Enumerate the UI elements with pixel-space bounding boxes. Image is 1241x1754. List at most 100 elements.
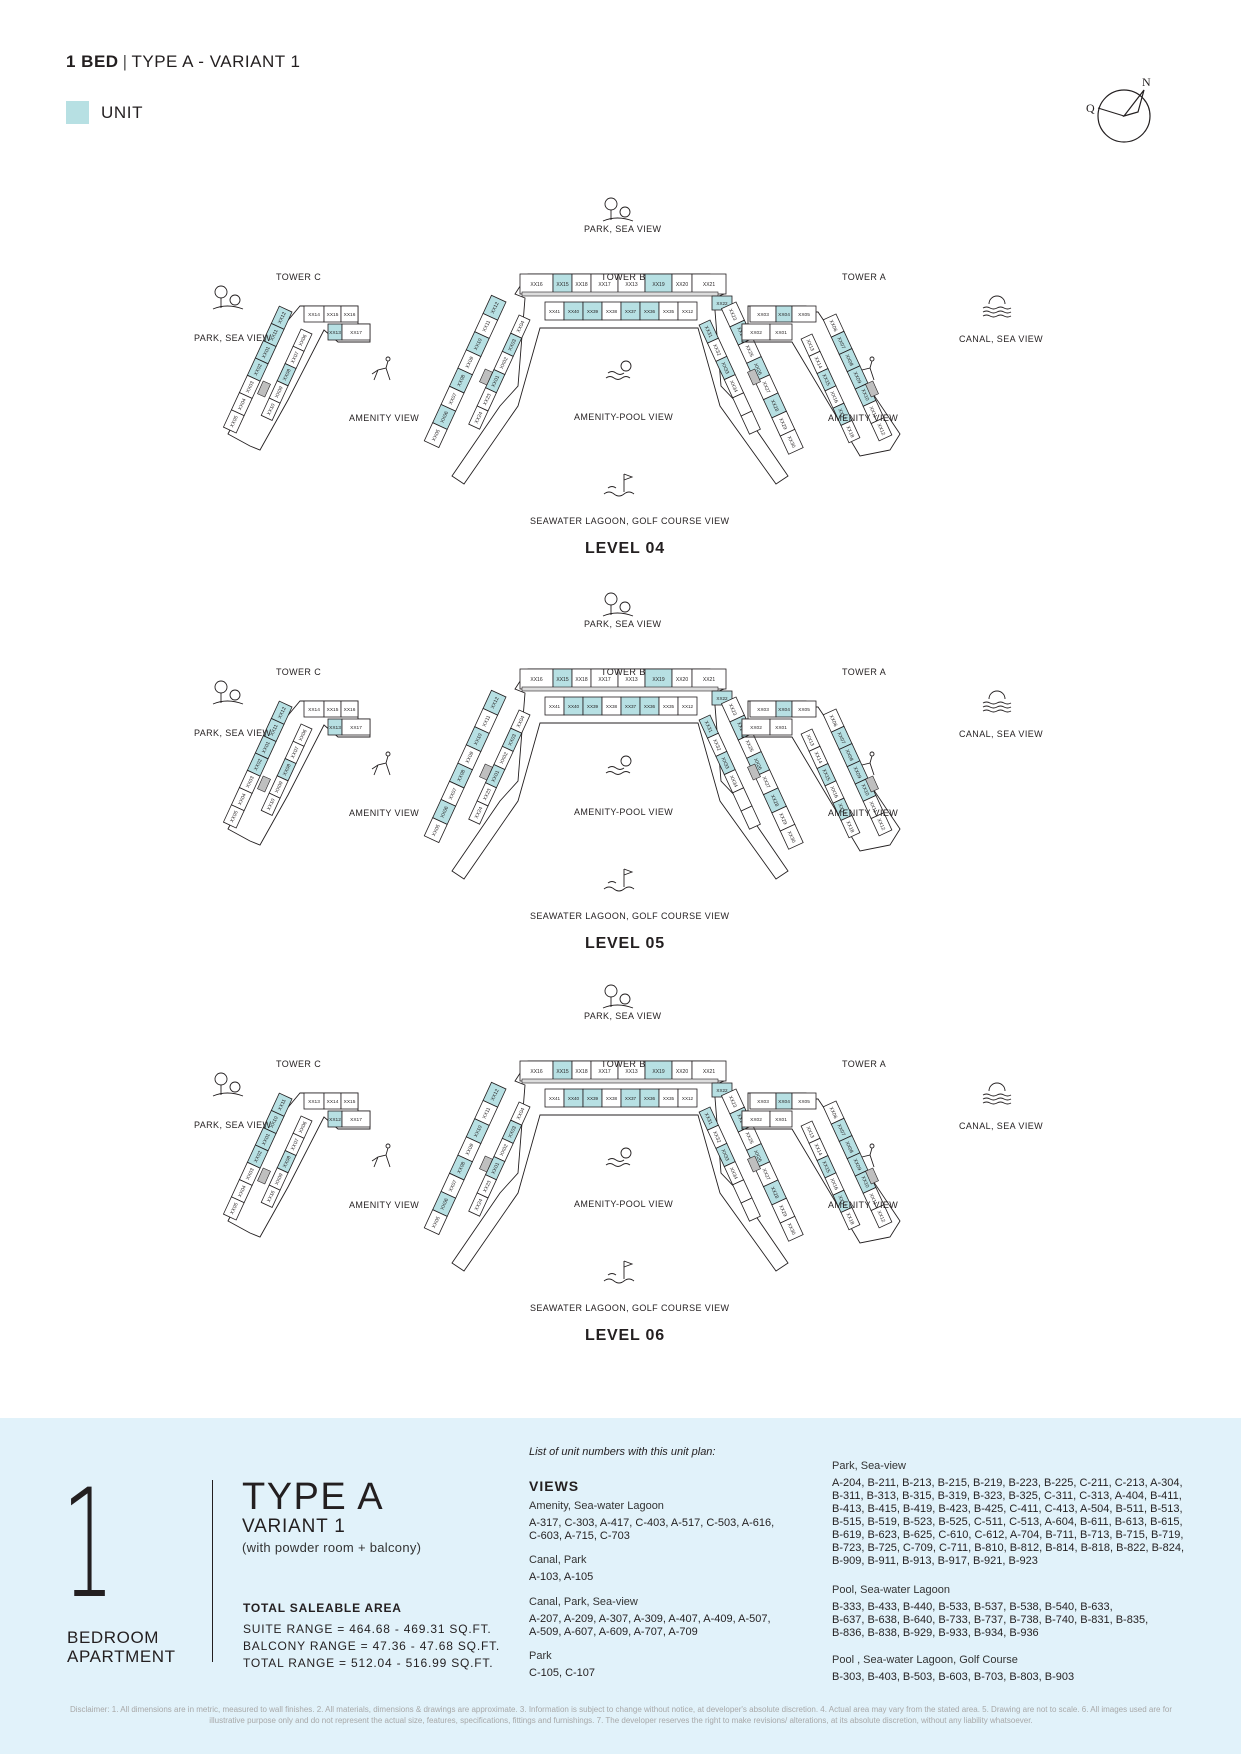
- unit-cell: XX16: [260, 1184, 281, 1208]
- unit-cell: XX14: [303, 700, 325, 718]
- unit-cell: XX03: [749, 305, 777, 323]
- unit-number: XX25: [744, 1131, 755, 1145]
- unit-number: XX10: [860, 1175, 871, 1189]
- unit-number: XX02: [253, 758, 264, 772]
- unit-number: XX23: [727, 308, 738, 322]
- unit-number: XX04: [237, 397, 248, 411]
- unit-cell: XX15: [340, 1092, 359, 1110]
- unit-number: XX05: [229, 1202, 240, 1216]
- unit-number: XX15: [820, 1160, 831, 1174]
- unit-number: XX16: [828, 391, 839, 405]
- unit-number: XX15: [556, 677, 568, 683]
- balcony-range: BALCONY RANGE = 47.36 - 47.68 SQ.FT.: [243, 1639, 501, 1653]
- unit-number: XX16: [344, 707, 356, 713]
- unit-cell: XX18: [840, 814, 861, 839]
- unit-cell: XX08: [448, 762, 473, 789]
- unit-number: XX02: [499, 1143, 510, 1157]
- view-label-amenity-left: AMENITY VIEW: [349, 808, 420, 818]
- tower-c-label: TOWER C: [276, 1059, 322, 1069]
- unit-number: XX30: [786, 1222, 797, 1236]
- unit-cell: XX30: [779, 428, 804, 455]
- unit-number: XX12: [682, 309, 694, 314]
- unit-number: XX01: [261, 346, 272, 360]
- unit-number: XX14: [812, 751, 823, 765]
- view-label-amenity-left: AMENITY VIEW: [349, 1200, 420, 1210]
- unit-number: XX03: [757, 312, 769, 318]
- unit-number: XX28: [769, 1186, 780, 1200]
- unit-number: XX04: [778, 1099, 790, 1105]
- unit-number: XX04: [516, 715, 527, 729]
- unit-number: XX03: [507, 338, 518, 352]
- unit-number: XX10: [269, 1115, 280, 1129]
- bedroom-line-2: APARTMENT: [67, 1647, 176, 1666]
- view-unit-list: B-333, B-433, B-440, B-533, B-537, B-538…: [832, 1601, 1113, 1613]
- unit-number: XX41: [549, 1096, 561, 1101]
- unit-number: XX38: [606, 309, 618, 314]
- unit-cell: XX15: [552, 668, 573, 690]
- view-unit-list: A-509, A-607, A-609, A-707, A-709: [529, 1626, 698, 1638]
- bedroom-count: 1: [62, 1458, 115, 1632]
- view-name: Canal, Park, Sea-view: [529, 1596, 638, 1608]
- unit-number: XX20: [676, 1069, 688, 1075]
- unit-number: XX08: [844, 354, 855, 368]
- unit-number: XX28: [769, 399, 780, 413]
- unit-number: XX39: [587, 704, 599, 709]
- unit-cell: XX19: [644, 273, 673, 295]
- unit-cell: [740, 805, 761, 830]
- type-title: TYPE A: [242, 1476, 385, 1518]
- unit-number: XX08: [282, 1155, 293, 1169]
- unit-cell: XX05: [222, 409, 245, 434]
- unit-number: XX05: [798, 707, 810, 713]
- unit-cell: XX36: [639, 301, 660, 321]
- unit-number: XX34: [728, 1167, 739, 1181]
- view-label-amenity-pool: AMENITY-POOL VIEW: [574, 807, 674, 817]
- unit-number: XX17: [836, 408, 847, 422]
- unit-number: XX06: [828, 319, 839, 333]
- unit-number: XX39: [587, 1096, 599, 1101]
- unit-number: XX14: [812, 356, 823, 370]
- unit-number: XX09: [852, 371, 863, 385]
- unit-number: XX34: [728, 775, 739, 789]
- view-unit-list: B-303, B-403, B-503, B-603, B-703, B-803…: [832, 1671, 1075, 1683]
- unit-number: XX18: [575, 1069, 587, 1075]
- unit-number: XX05: [229, 415, 240, 429]
- unit-cell: XX03: [749, 1092, 777, 1110]
- unit-number: XX16: [828, 786, 839, 800]
- unit-number: XX11: [868, 406, 879, 419]
- unit-number: XX03: [757, 707, 769, 713]
- view-label-bottom: SEAWATER LAGOON, GOLF COURSE VIEW: [530, 911, 730, 921]
- unit-number: XX17: [836, 803, 847, 817]
- unit-number: XX02: [750, 330, 762, 336]
- unit-number: XX12: [490, 696, 501, 710]
- unit-number: XX13: [625, 282, 637, 288]
- unit-number: XX23: [482, 393, 493, 407]
- unit-number: XX16: [828, 1178, 839, 1192]
- view-label-bottom: SEAWATER LAGOON, GOLF COURSE VIEW: [530, 1303, 730, 1313]
- view-unit-list: B-637, B-638, B-640, B-733, B-737, B-738…: [832, 1614, 1149, 1626]
- view-label-bottom: SEAWATER LAGOON, GOLF COURSE VIEW: [530, 516, 730, 526]
- unit-cell: XX05: [791, 305, 817, 323]
- unit-cell: XX10: [260, 792, 281, 816]
- unit-number: XX15: [820, 768, 831, 782]
- unit-number: XX19: [652, 282, 664, 288]
- unit-number: XX38: [606, 1096, 618, 1101]
- unit-cell: XX24: [468, 800, 489, 825]
- unit-number: XX06: [298, 1120, 309, 1134]
- unit-cell: XX05: [222, 1196, 245, 1221]
- unit-number: XX21: [703, 282, 715, 288]
- unit-number: XX10: [860, 783, 871, 797]
- unit-number: XX25: [744, 739, 755, 753]
- unit-number: XX22: [716, 696, 728, 701]
- unit-cell: XX13: [303, 1092, 325, 1110]
- view-label-right: CANAL, SEA VIEW: [959, 1121, 1044, 1131]
- unit-number: XX10: [473, 337, 484, 351]
- unit-number: XX32: [711, 738, 722, 752]
- unit-cell: XX12: [677, 696, 698, 716]
- unit-number: XX11: [277, 1098, 288, 1111]
- unit-number: XX06: [828, 714, 839, 728]
- unit-number: XX40: [568, 704, 580, 709]
- unit-number: XX13: [805, 734, 816, 748]
